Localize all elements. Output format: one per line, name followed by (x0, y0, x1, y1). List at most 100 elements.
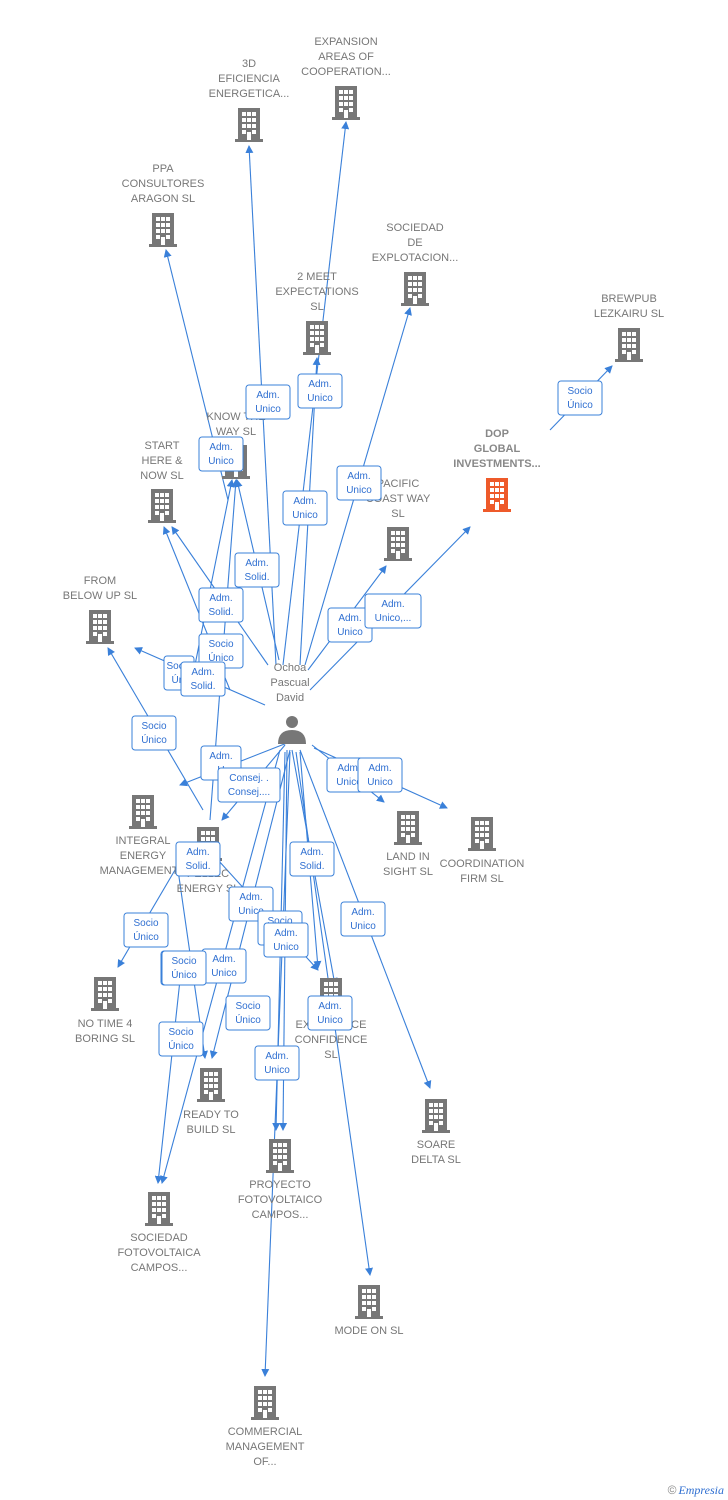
building-icon (355, 1285, 383, 1319)
relation-badge[interactable]: Adm.Unico (336, 465, 382, 501)
company-label-line: PPA (152, 163, 174, 175)
relation-badge[interactable]: Adm.Solid. (175, 841, 221, 877)
company-label-line: DE (407, 237, 422, 249)
relation-badge[interactable]: Adm.Unico (245, 384, 291, 420)
relation-badge[interactable]: Adm.Unico (198, 436, 244, 472)
relation-type-line: Adm. (308, 379, 331, 390)
relation-type: Adm.Unico (350, 907, 376, 932)
relation-badge[interactable]: Adm.Unico (307, 995, 353, 1031)
relation-type: Adm.Unico (238, 892, 264, 917)
relation-badge[interactable]: Adm.Unico (340, 901, 386, 937)
relation-badge[interactable]: Adm.Unico,... (364, 593, 422, 629)
relation-badge[interactable]: Adm.Solid. (198, 587, 244, 623)
edges-layer (107, 121, 613, 1377)
relation-type: Adm.Unico (211, 954, 237, 979)
relation-badge[interactable]: Adm.Solid. (180, 661, 226, 697)
company-label-line: SOCIEDAD (130, 1232, 188, 1244)
company-label-line: SIGHT SL (383, 866, 433, 878)
relation-type-line: Único (567, 398, 593, 411)
relation-badge-box (225, 995, 271, 1031)
company-label-line: READY TO (183, 1109, 239, 1121)
relation-type: Adm.Solid. (185, 847, 210, 872)
relation-badge[interactable]: Adm.Unico (263, 922, 309, 958)
building-icon (401, 272, 429, 306)
relation-type-line: Unico (208, 456, 234, 467)
relation-badge[interactable]: Consej. .Consej.... (217, 767, 281, 803)
relation-badge-box (357, 757, 403, 793)
relation-badge[interactable]: Adm.Unico (357, 757, 403, 793)
relation-badge[interactable]: Adm.Unico (297, 373, 343, 409)
building-icon (91, 977, 119, 1011)
company-label-line: ENERGETICA... (209, 88, 290, 100)
relation-badge[interactable]: Adm.Unico (254, 1045, 300, 1081)
relation-badge[interactable]: Adm.Solid. (234, 552, 280, 588)
relation-type-line: Único (235, 1013, 261, 1026)
company-label-line: DOP (485, 428, 509, 440)
company-node[interactable]: MODE ON SL (334, 1285, 404, 1337)
person-name-line: David (276, 692, 304, 704)
relation-type-line: Adm. (293, 496, 316, 507)
building-icon (145, 1192, 173, 1226)
relation-type: Adm.Unico,... (375, 599, 412, 624)
relation-badge[interactable]: Adm.Solid. (289, 841, 335, 877)
company-label[interactable]: MODE ON SL (334, 1325, 403, 1337)
building-icon (129, 795, 157, 829)
footer-brand[interactable]: ©Empresia (668, 1483, 724, 1498)
relation-type-line: Adm. (351, 907, 374, 918)
relation-type: Adm.Unico (336, 763, 362, 788)
relation-type-line: Consej.... (228, 787, 270, 798)
company-label-line: SL (324, 1049, 337, 1061)
relation-badge[interactable]: Adm.Unico (201, 948, 247, 984)
relation-badge[interactable]: Adm.Unico (282, 490, 328, 526)
